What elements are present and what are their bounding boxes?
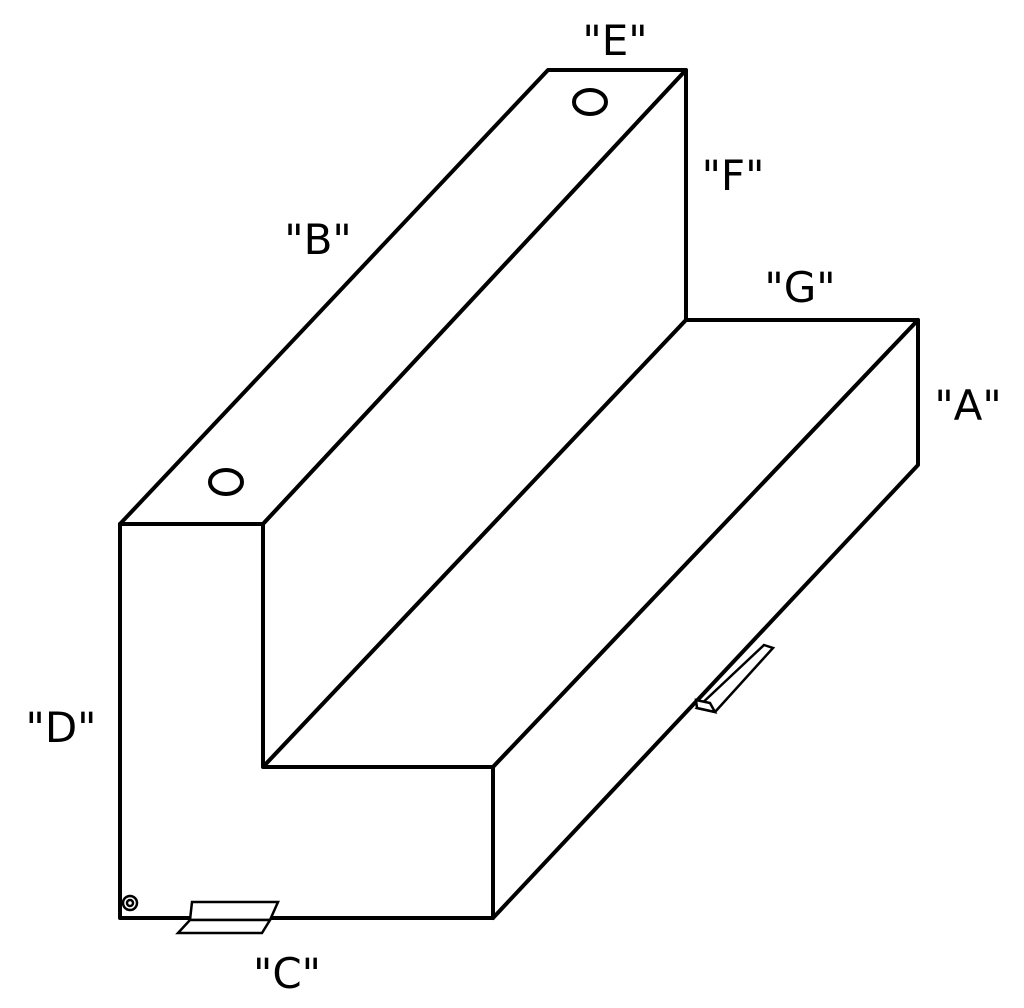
front-end-face: [118, 522, 495, 920]
label-f: "F": [702, 151, 765, 200]
mounting-bracket-front: [188, 900, 280, 922]
label-g: "G": [764, 263, 835, 312]
fill-port-rear: [572, 88, 608, 116]
label-c: "C": [253, 949, 321, 998]
fill-port-front: [208, 468, 244, 496]
label-a: "A": [934, 381, 1001, 430]
drain-fitting-inner: [125, 898, 135, 908]
label-b: "B": [284, 215, 351, 264]
mounting-bracket-side-lower: [694, 698, 718, 714]
label-e: "E": [582, 16, 647, 65]
mounting-bracket-front-lower: [175, 918, 273, 935]
label-d: "D": [26, 703, 97, 752]
